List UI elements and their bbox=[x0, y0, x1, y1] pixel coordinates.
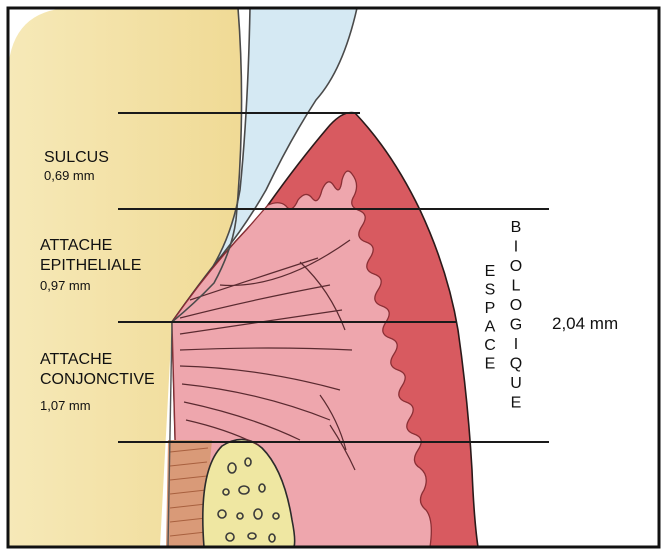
biologique-letter: I bbox=[514, 239, 518, 256]
biologique-letter: O bbox=[510, 258, 522, 275]
espace-letter: S bbox=[485, 282, 496, 299]
total-width-value: 2,04 mm bbox=[552, 314, 618, 333]
biologique-letter: U bbox=[510, 375, 522, 392]
biologique-letter: I bbox=[514, 336, 518, 353]
epithelial-value: 0,97 mm bbox=[40, 278, 91, 293]
biologique-letter: L bbox=[512, 278, 521, 295]
conjunctive-title-1: ATTACHE bbox=[40, 351, 112, 368]
biologique-letter: E bbox=[511, 395, 522, 412]
conjunctive-value: 1,07 mm bbox=[40, 398, 91, 413]
espace-letter: A bbox=[485, 319, 496, 336]
biologique-letter: O bbox=[510, 297, 522, 314]
biologique-letter: B bbox=[511, 219, 522, 236]
epithelial-title-2: EPITHELIALE bbox=[40, 257, 141, 274]
sulcus-title: SULCUS bbox=[44, 149, 109, 166]
biologique-letter: G bbox=[510, 317, 522, 334]
espace-letter: P bbox=[485, 300, 496, 317]
espace-letter: C bbox=[484, 337, 496, 354]
conjunctive-title-2: CONJONCTIVE bbox=[40, 371, 155, 388]
sulcus-value: 0,69 mm bbox=[44, 168, 95, 183]
biologique-letter: Q bbox=[510, 356, 522, 373]
espace-letter: E bbox=[485, 356, 496, 373]
epithelial-title-1: ATTACHE bbox=[40, 237, 112, 254]
espace-letter: E bbox=[485, 263, 496, 280]
